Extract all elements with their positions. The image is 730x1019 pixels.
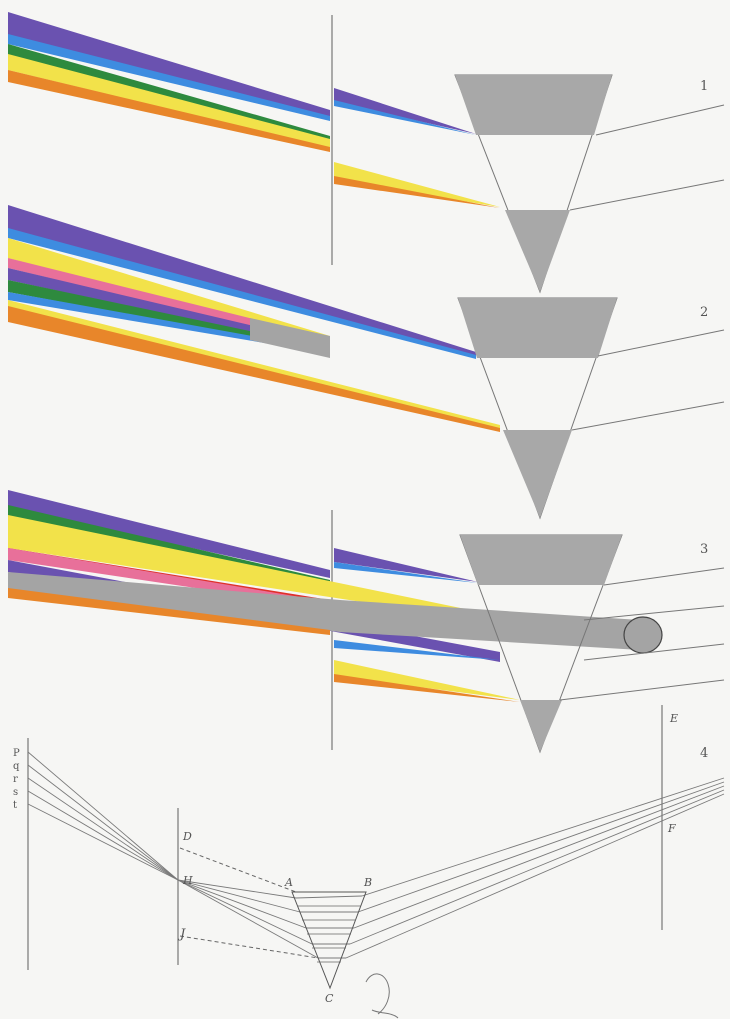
figure-2: 2 [8,205,725,520]
beam-violet [8,490,330,578]
beam-orange [8,70,330,152]
point-label-c: C [325,992,334,1005]
hand-icon [371,1009,399,1019]
beam-orange [8,306,500,432]
point-label-e: E [669,712,678,725]
scale-label: t [13,800,17,811]
beam-blue [8,228,476,359]
ray [345,793,725,959]
ray-out [559,679,725,701]
ray [27,751,179,881]
beam-blue [8,34,330,121]
beam-violet-through [334,548,478,582]
scale-label: P [13,748,20,759]
beam-green [8,44,330,141]
beam-orange [8,588,330,635]
ray [177,879,313,945]
prism-2-upper-shade [458,298,617,358]
beam-violet-through [334,88,476,134]
ray-out [571,401,725,431]
figure-4: P q r s t D H J A B C E F 4 [13,705,725,1019]
beam-gray [8,572,640,650]
point-label-h: H [182,874,193,887]
ray [177,879,301,913]
beam-orange-through [334,674,520,702]
ray [177,879,319,959]
point-label-j: J [177,927,186,942]
beam-orange-through [334,176,500,208]
ray [177,879,297,899]
ray [349,789,725,945]
ray [357,781,725,913]
beam-violet [8,12,330,120]
prism-1-upper-shade [455,75,612,135]
scale-label: r [13,774,18,785]
point-label-b: B [363,876,372,889]
ray [27,777,179,881]
ray-out [595,104,725,136]
point-label-d: D [182,830,192,843]
ray-out [569,179,725,211]
beam-gray-block [250,318,330,358]
ray [27,764,179,881]
prism-4 [291,891,367,990]
point-label-a: A [284,876,293,889]
point-label-f: F [667,822,676,835]
ray [361,777,725,897]
figure-1: 1 [8,12,725,294]
beam-blue-through [334,562,478,583]
beam-yellow [8,54,330,148]
ray [295,895,363,899]
ray [27,803,179,881]
hand-icon [365,973,390,1015]
beam-blue-2 [8,292,330,354]
ray-out [583,605,725,621]
figure-label: 4 [700,746,708,761]
ray [27,790,179,881]
beam-yellow [8,515,480,620]
prism-3-lower-shade [520,700,562,752]
beam-green [8,280,330,352]
dashed-line [179,935,319,959]
figure-label: 3 [700,542,708,557]
beam-blue-through-2 [334,640,500,660]
beam-pink [8,258,330,346]
prism-1-lower-shade [505,210,570,292]
beam-violet [8,205,476,358]
figure-label: 2 [700,305,708,320]
figure-label: 1 [700,79,708,94]
ray [177,879,307,929]
beam-violet-2 [8,268,330,350]
prism-3-upper-shade [460,535,622,585]
beam-yellow-through [334,162,500,207]
prism-2-lower-shade [503,430,572,518]
beam-yellow-through [334,660,520,700]
scale-label: q [13,761,20,772]
ray-out [603,567,725,586]
ray-out [583,643,725,661]
ray [353,785,725,929]
beam-blue-through [334,100,476,135]
scale-label: s [13,787,18,798]
figure-3: 3 [8,490,725,754]
lens-circle [623,616,663,654]
ray-out [597,329,725,357]
